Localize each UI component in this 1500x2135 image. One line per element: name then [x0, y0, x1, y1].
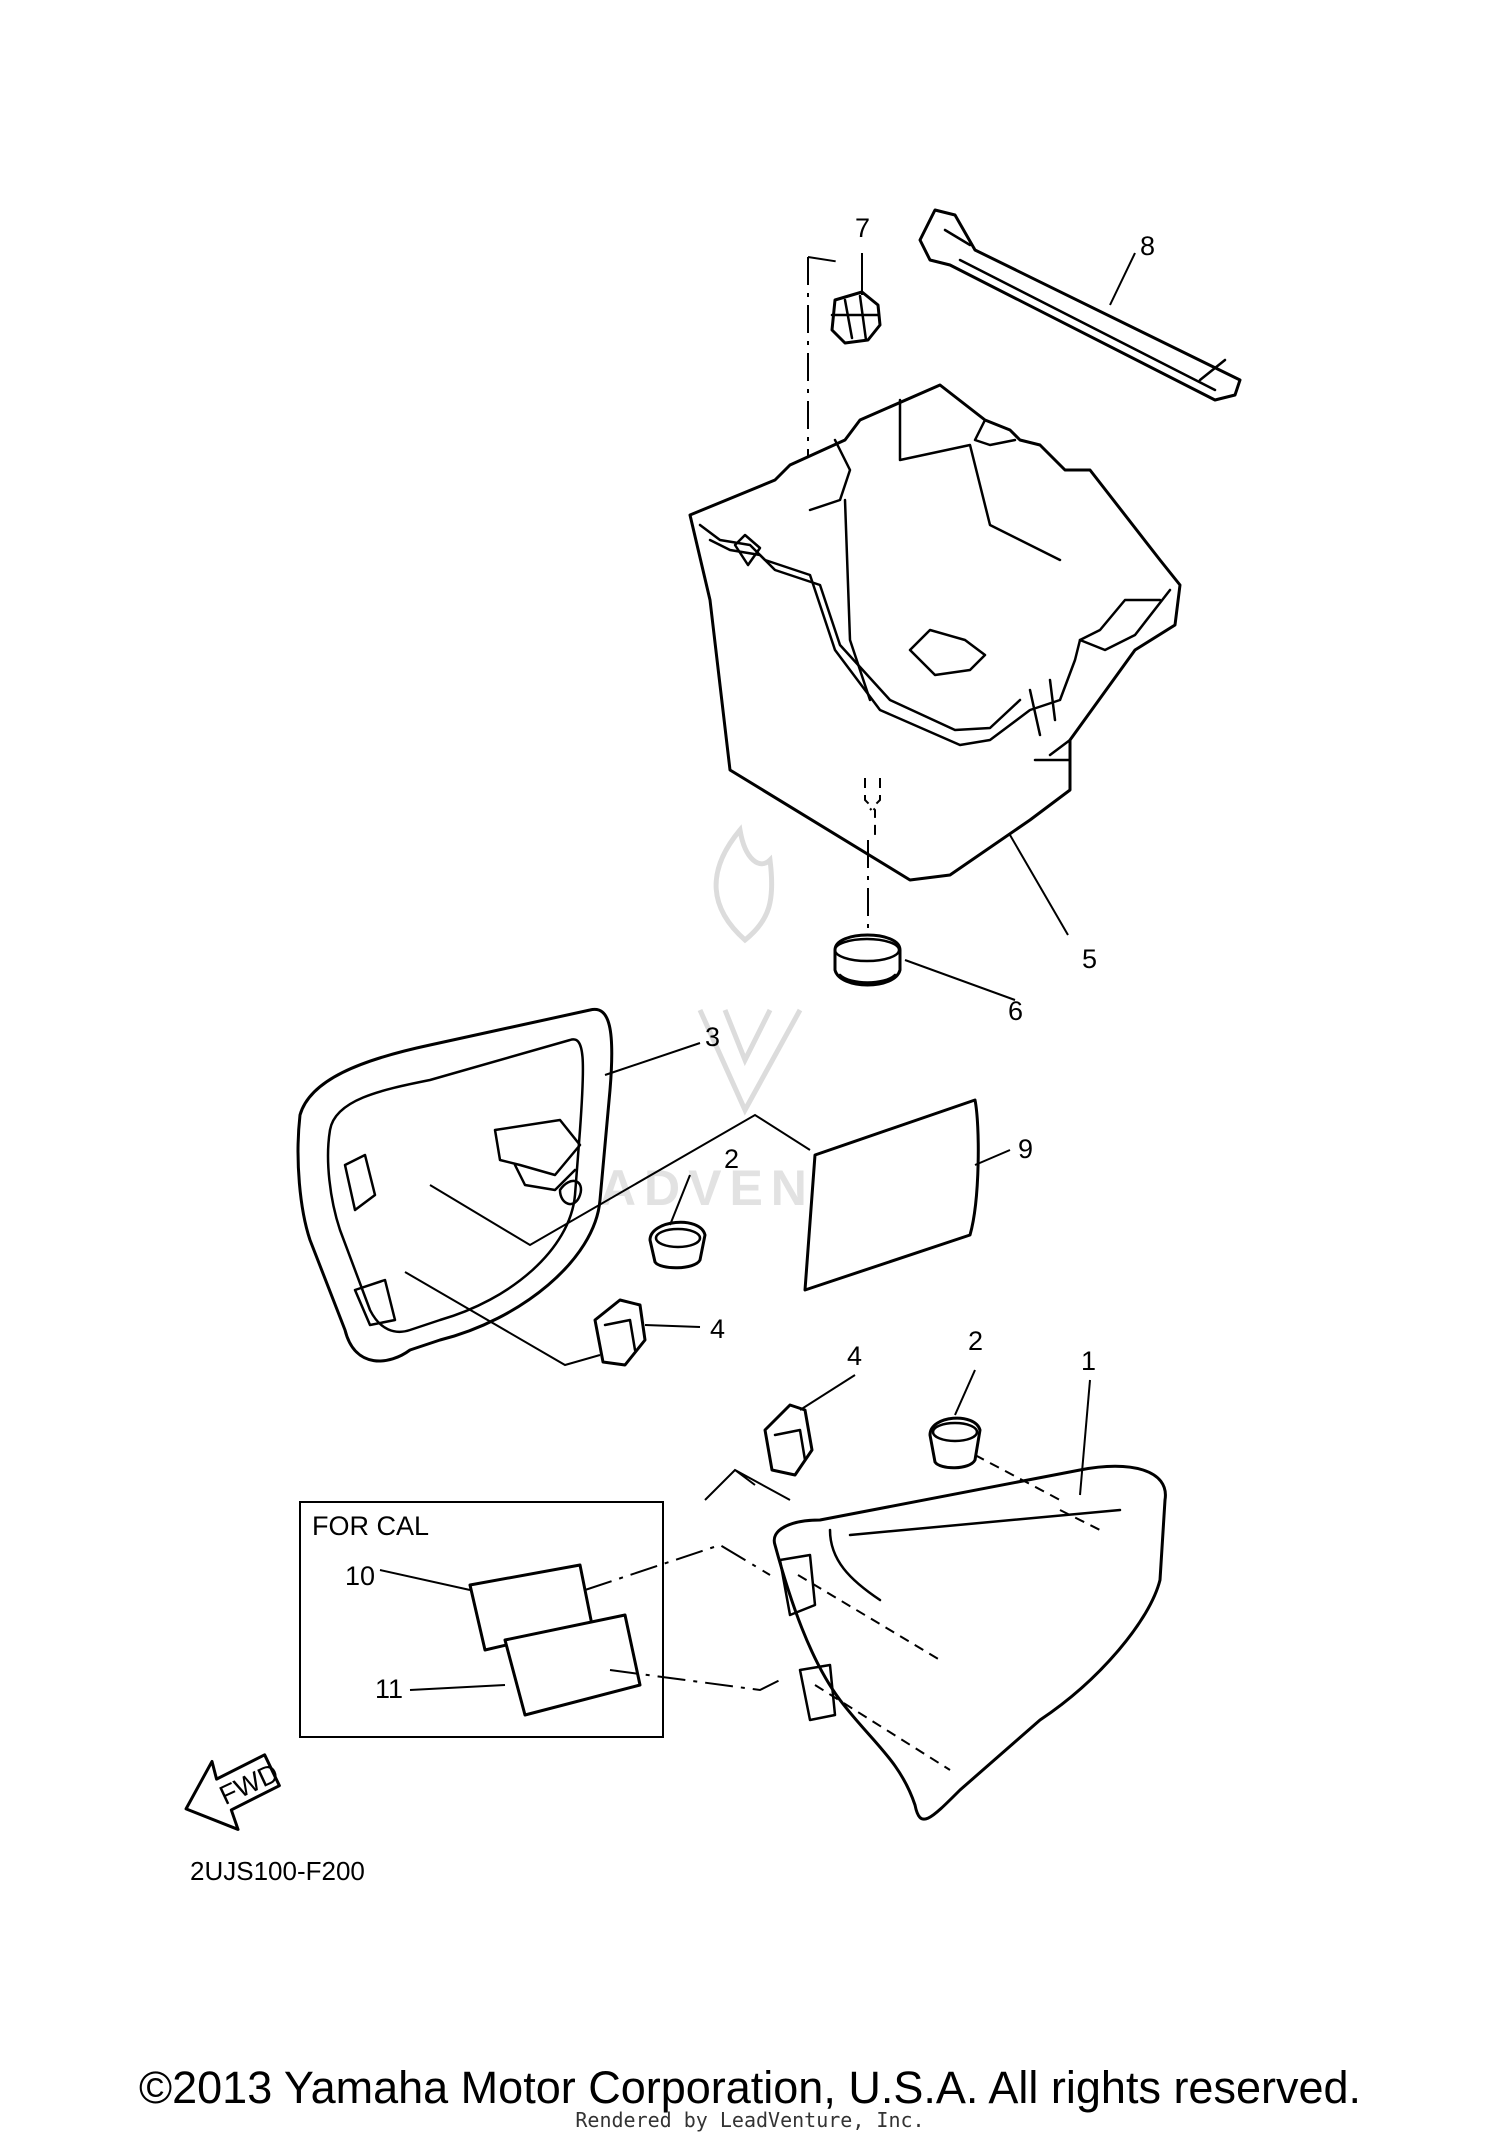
callout-4-upper: 4 — [710, 1314, 725, 1344]
part-5-battery-box — [688, 383, 1182, 882]
part-1-right-side-cover — [772, 1464, 1167, 1821]
callout-1: 1 — [1081, 1346, 1096, 1376]
callout-6: 6 — [1008, 996, 1023, 1026]
callout-7: 7 — [855, 213, 870, 243]
part-4-lower-clip — [763, 1403, 814, 1477]
callout-5: 5 — [1082, 944, 1097, 974]
callout-2-upper: 2 — [724, 1144, 739, 1174]
diagram-code: 2UJS100-F200 — [190, 1856, 365, 1886]
callout-8: 8 — [1140, 231, 1155, 261]
part-7-bolt — [830, 290, 882, 345]
for-cal-box: FOR CAL — [299, 1501, 781, 1738]
callout-4-lower: 4 — [847, 1341, 862, 1371]
callout-3: 3 — [705, 1022, 720, 1052]
part-6-damper — [833, 933, 902, 987]
callout-numbers: 1 2 2 3 4 4 5 6 7 8 9 10 11 — [345, 213, 1155, 1704]
part-4-upper-clip — [593, 1298, 647, 1367]
copyright-notice: ©2013 Yamaha Motor Corporation, U.S.A. A… — [138, 2062, 1362, 2113]
callout-9: 9 — [1018, 1134, 1033, 1164]
part-2-lower-grommet — [928, 1416, 982, 1470]
leader-lines — [379, 252, 1136, 1691]
rendered-by-credit: Rendered by LeadVenture, Inc. — [575, 2108, 925, 2132]
part-11-label — [503, 1613, 642, 1717]
part-8-battery-band — [918, 208, 1242, 402]
callout-10: 10 — [345, 1561, 375, 1591]
callout-2-lower: 2 — [968, 1326, 983, 1356]
part-9-label — [803, 1098, 980, 1292]
for-cal-title: FOR CAL — [312, 1511, 429, 1541]
fwd-arrow: FWD — [184, 1753, 283, 1831]
part-3-left-side-cover — [296, 1007, 614, 1363]
part-2-upper-grommet — [648, 1220, 707, 1270]
callout-11: 11 — [375, 1674, 403, 1704]
